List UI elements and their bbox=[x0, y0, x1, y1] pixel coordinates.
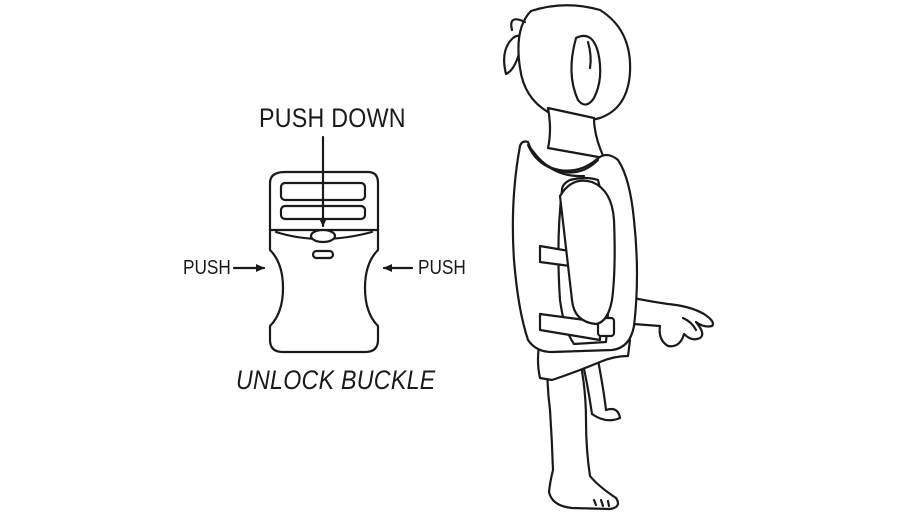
push-right-label: PUSH bbox=[418, 257, 466, 279]
push-left-label: PUSH bbox=[183, 257, 231, 279]
push-down-label: PUSH DOWN bbox=[259, 103, 406, 133]
child-figure bbox=[503, 4, 715, 511]
unlock-buckle-caption: UNLOCK BUCKLE bbox=[236, 365, 436, 395]
